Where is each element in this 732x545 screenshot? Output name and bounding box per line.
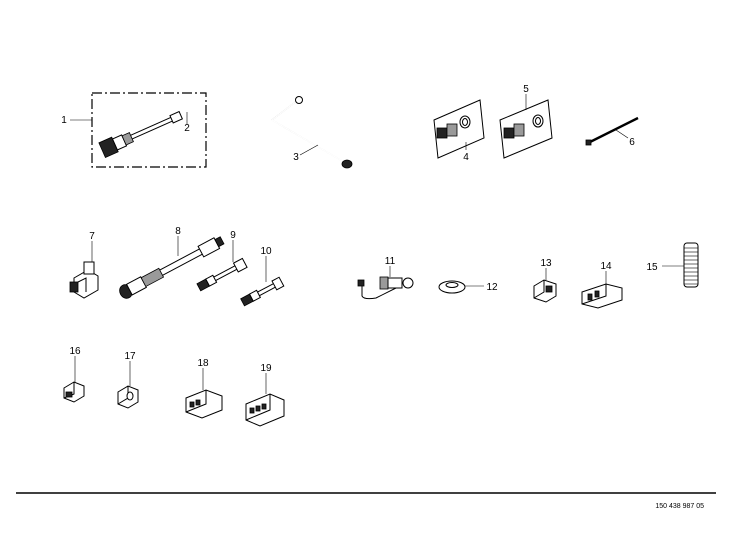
callout-12: 12 (486, 282, 498, 293)
callout-19: 19 (260, 363, 272, 374)
part-17-drawing (117, 385, 139, 409)
callout-8: 8 (175, 226, 181, 237)
callout-16: 16 (69, 346, 81, 357)
part-16-drawing (63, 381, 85, 403)
part-19-drawing (245, 393, 285, 427)
part-5-drawing (499, 99, 553, 159)
leader-3 (299, 144, 319, 156)
callout-3: 3 (293, 152, 299, 163)
callout-17: 17 (124, 351, 136, 362)
callout-9: 9 (230, 230, 236, 241)
callout-1: 1 (61, 115, 67, 126)
part-7-drawing (69, 261, 99, 299)
part-15-drawing (683, 242, 699, 288)
part-13-drawing (533, 279, 557, 303)
callout-5: 5 (523, 84, 529, 95)
callout-4: 4 (463, 152, 469, 163)
callout-18: 18 (197, 358, 209, 369)
callout-14: 14 (600, 261, 612, 272)
part-18-drawing (185, 389, 223, 419)
leader-6 (615, 129, 629, 139)
part-4-drawing (433, 99, 485, 159)
part-11-drawing (357, 276, 414, 300)
part-3-drawing (270, 96, 353, 169)
part-14-drawing (581, 283, 623, 309)
part-6-drawing (585, 116, 639, 146)
callout-15: 15 (646, 262, 658, 273)
callout-2: 2 (184, 123, 190, 134)
callout-13: 13 (540, 258, 552, 269)
part-10-drawing (240, 276, 285, 307)
drawing-number: 150 438 987 05 (655, 503, 704, 510)
callout-10: 10 (260, 246, 272, 257)
part-9-drawing (196, 257, 248, 292)
callout-7: 7 (89, 231, 95, 242)
callout-6: 6 (629, 137, 635, 148)
part-1-drawing (91, 92, 207, 168)
callout-11: 11 (385, 256, 396, 267)
part-12-drawing (438, 280, 466, 294)
part-8-drawing (119, 236, 225, 299)
